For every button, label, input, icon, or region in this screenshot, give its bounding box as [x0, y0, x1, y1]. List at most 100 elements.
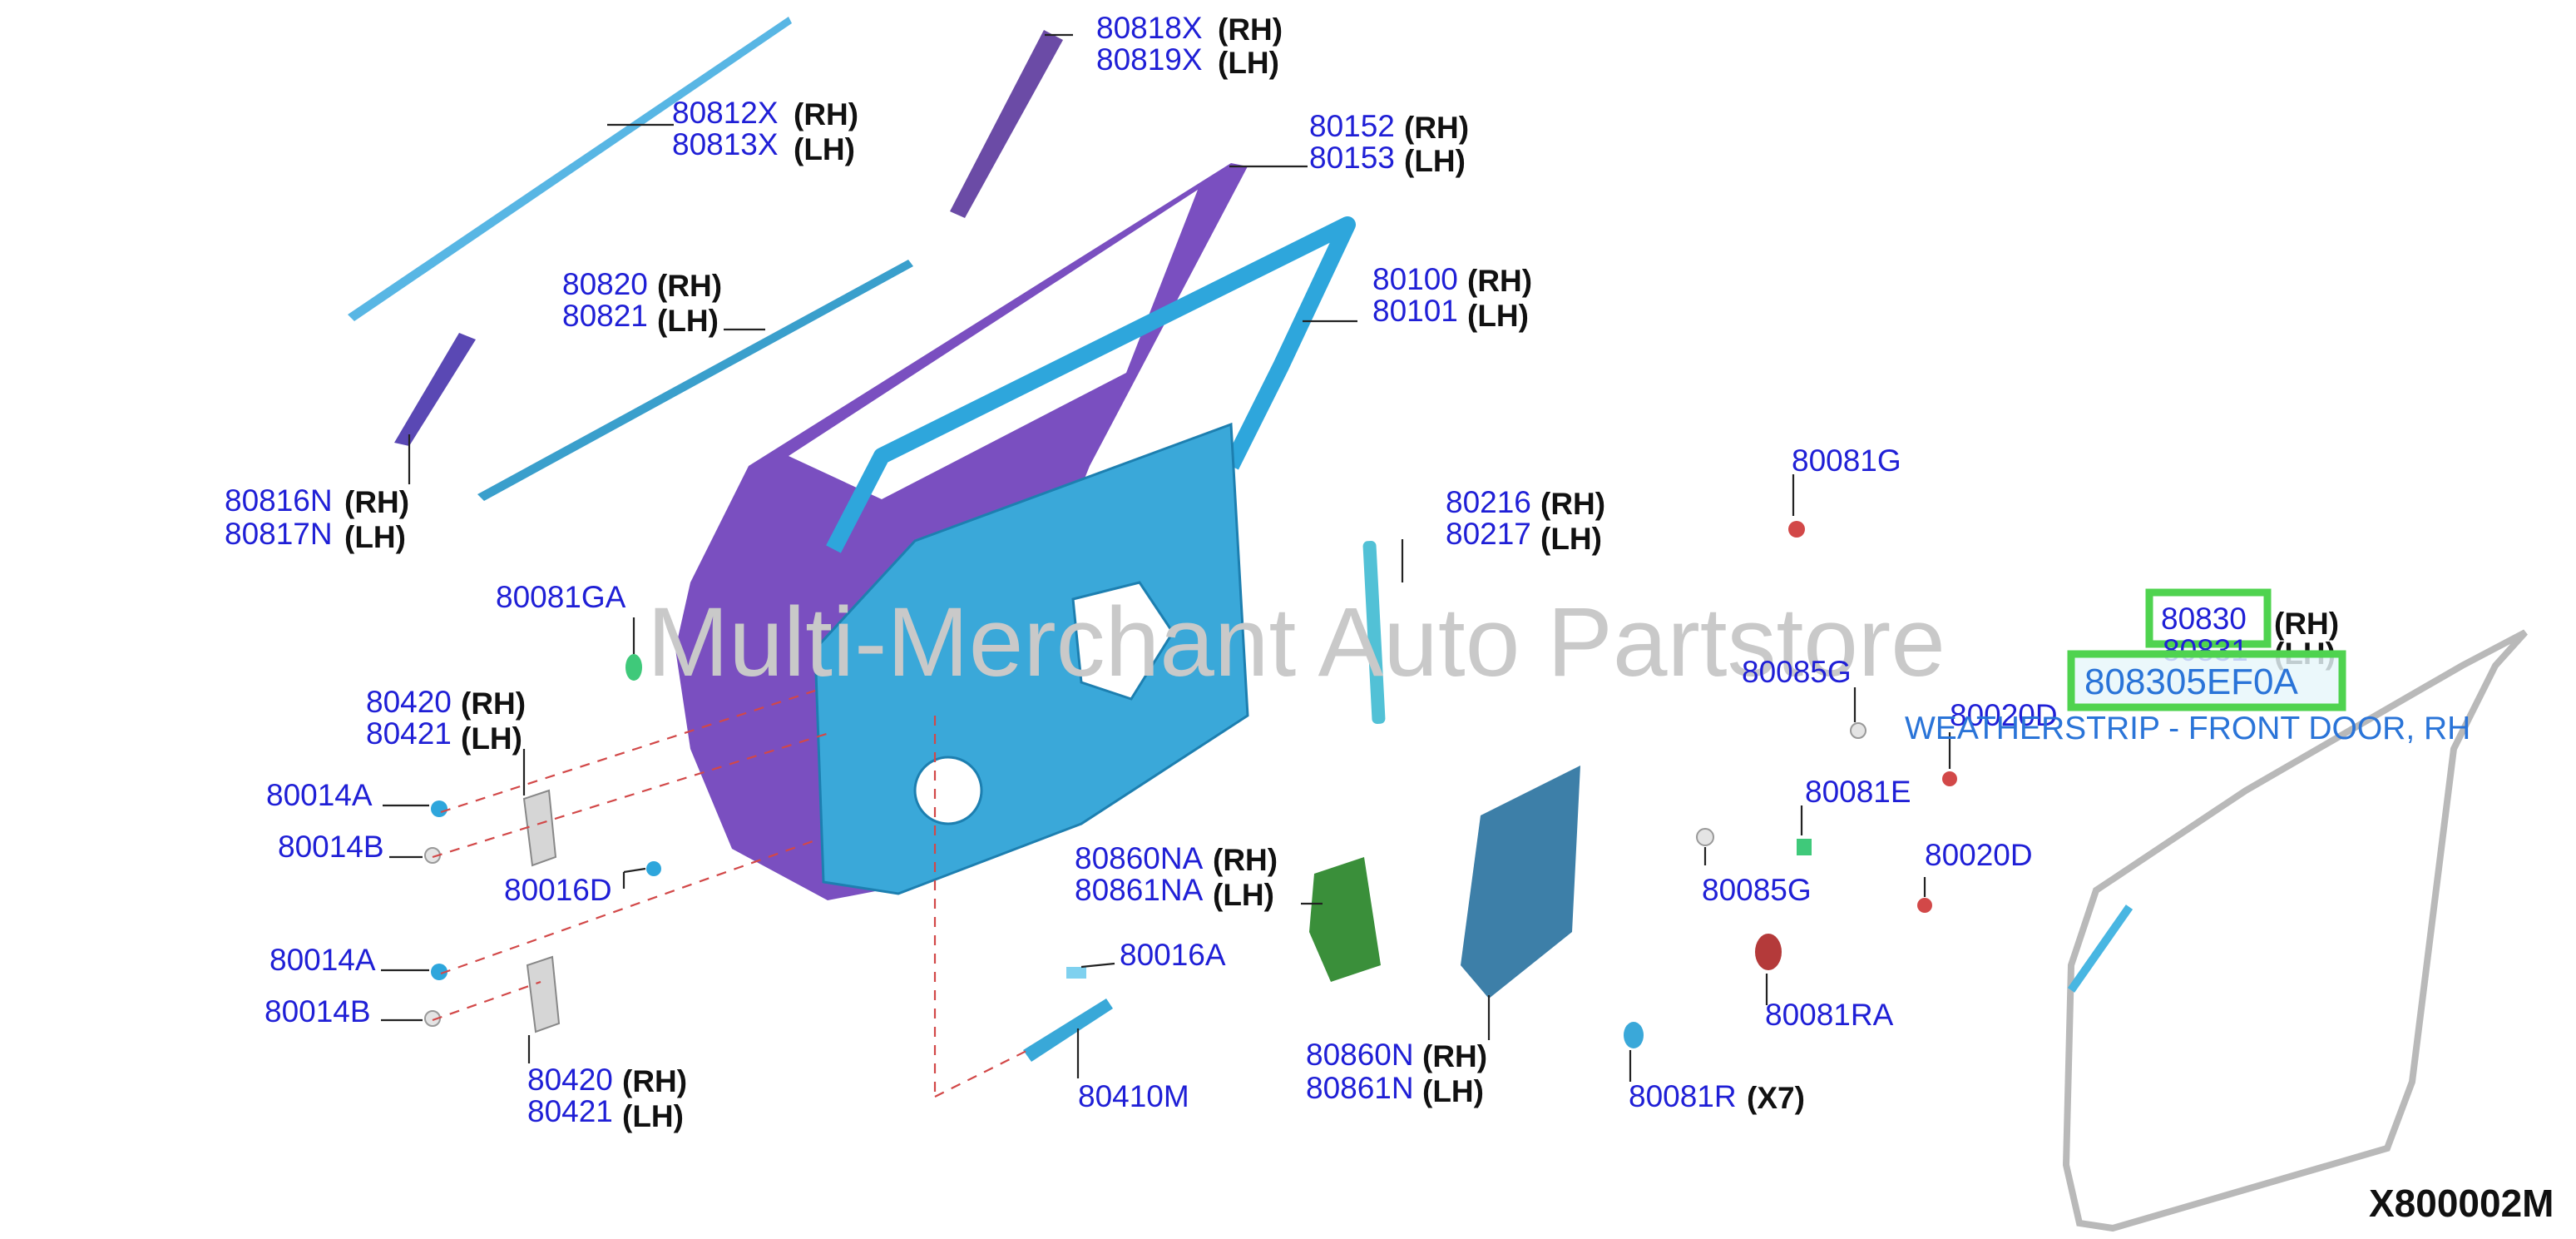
label-80014B-upper[interactable]: 80014B: [278, 830, 384, 864]
label-80152[interactable]: 80152: [1309, 109, 1395, 143]
clip-80081E: [1797, 839, 1812, 855]
side-rh: (RH): [461, 686, 526, 721]
assembly-line-6: [934, 1049, 1029, 1098]
label-80153[interactable]: 80153: [1309, 141, 1395, 175]
label-80860N[interactable]: 80860N: [1306, 1038, 1414, 1072]
side-lh: (LH): [794, 132, 855, 166]
label-80081G[interactable]: 80081G: [1792, 444, 1901, 478]
seal-80860N: [1461, 766, 1580, 999]
side-lh: (LH): [622, 1099, 684, 1133]
clip-80085G-lower: [1696, 828, 1714, 846]
weatherstrip-front-door: [2062, 629, 2528, 1232]
side-rh: (RH): [2274, 607, 2339, 641]
label-80860NA[interactable]: 80860NA: [1075, 841, 1204, 875]
side-lh: (LH): [1213, 878, 1274, 912]
assembly-line-3: [440, 839, 816, 975]
highlight-part-description: WEATHERSTRIP - FRONT DOOR, RH: [1905, 711, 2470, 746]
label-80216[interactable]: 80216: [1446, 485, 1531, 519]
plug-80020D-upper: [1942, 771, 1957, 786]
leader-lines: [381, 33, 1951, 1082]
label-80016D[interactable]: 80016D: [504, 873, 612, 907]
label-80421-upper[interactable]: 80421: [366, 716, 452, 751]
sash-rail: [1362, 541, 1386, 724]
highlight-box-80830: [2145, 588, 2272, 648]
pin-80016D: [646, 861, 661, 876]
watermark: Multi-Merchant Auto Partstore: [647, 587, 1946, 697]
assembly-line-2: [432, 731, 833, 859]
hinge-lower: [526, 955, 561, 1033]
label-80081R[interactable]: 80081R: [1629, 1079, 1737, 1113]
side-rh: (RH): [794, 97, 858, 131]
label-80820[interactable]: 80820: [562, 267, 648, 301]
label-80420-lower[interactable]: 80420: [527, 1063, 613, 1097]
label-80014A-lower[interactable]: 80014A: [269, 943, 376, 977]
side-rh: (RH): [1213, 843, 1278, 877]
side-lh: (LH): [1404, 144, 1466, 178]
door-checker-80410M: [1023, 999, 1113, 1062]
label-80861N[interactable]: 80861N: [1306, 1071, 1414, 1105]
label-80818X[interactable]: 80818X: [1096, 11, 1203, 45]
label-80020D-lower[interactable]: 80020D: [1925, 838, 2033, 872]
side-rh: (RH): [622, 1064, 687, 1098]
side-rh: (RH): [344, 485, 409, 519]
clip-80085G-upper: [1850, 722, 1866, 739]
side-rh: (RH): [1404, 111, 1469, 145]
diagram-code: X800002M: [2369, 1182, 2554, 1225]
speaker-hole: [913, 756, 983, 825]
side-lh: (LH): [1422, 1074, 1484, 1108]
label-80830[interactable]: 80830: [2161, 602, 2247, 636]
label-80085G-upper[interactable]: 80085G: [1742, 655, 1852, 689]
side-rh: (RH): [657, 269, 722, 303]
weatherstrip-accent: [2067, 904, 2133, 993]
sash-trim: [394, 333, 476, 446]
label-80101[interactable]: 80101: [1372, 294, 1458, 328]
side-lh: (LH): [1218, 46, 1279, 80]
hinge-upper: [522, 789, 557, 867]
label-80014B-lower[interactable]: 80014B: [265, 994, 371, 1028]
seal-80860NA: [1309, 857, 1381, 982]
bolt-80014B-lower: [424, 1010, 441, 1027]
label-80821[interactable]: 80821: [562, 299, 648, 333]
label-80081E[interactable]: 80081E: [1805, 775, 1911, 809]
label-80016A[interactable]: 80016A: [1120, 938, 1226, 972]
label-80813X[interactable]: 80813X: [672, 127, 779, 161]
label-80100[interactable]: 80100: [1372, 262, 1458, 296]
label-80081GA[interactable]: 80081GA: [496, 580, 626, 614]
side-rh: (RH): [1422, 1039, 1487, 1073]
label-80819X[interactable]: 80819X: [1096, 42, 1203, 77]
bolt-80014A-lower: [431, 964, 447, 980]
side-rh: (RH): [1540, 487, 1605, 521]
label-80081RA[interactable]: 80081RA: [1765, 998, 1894, 1032]
side-rh: (RH): [1467, 264, 1532, 298]
label-80410M[interactable]: 80410M: [1078, 1079, 1189, 1113]
grommet-80081GA: [625, 654, 642, 681]
door-frame: [826, 216, 1356, 553]
label-80085G-lower[interactable]: 80085G: [1702, 873, 1812, 907]
side-lh: (LH): [344, 520, 406, 554]
side-rh: (RH): [1218, 12, 1283, 47]
label-80816N[interactable]: 80816N: [225, 483, 333, 518]
plug-80020D-lower: [1917, 898, 1932, 913]
belt-moulding-upper: [348, 17, 792, 321]
label-80812X[interactable]: 80812X: [672, 96, 779, 130]
label-80217[interactable]: 80217: [1446, 517, 1531, 551]
glass-run-rear: [950, 30, 1063, 218]
highlight-part-number[interactable]: 808305EF0A: [2084, 662, 2299, 702]
service-hole: [1071, 581, 1174, 701]
assembly-line-4: [432, 980, 541, 1022]
belt-moulding-inner: [477, 260, 913, 501]
side-lh: (LH): [1467, 299, 1529, 333]
label-80861NA[interactable]: 80861NA: [1075, 873, 1204, 907]
label-80020D-upper[interactable]: 80020D: [1950, 698, 2058, 732]
plug-80081RA: [1755, 934, 1782, 970]
label-80817N[interactable]: 80817N: [225, 517, 333, 551]
highlight-part-box: [2067, 650, 2346, 711]
label-80420-upper[interactable]: 80420: [366, 685, 452, 719]
label-80421-lower[interactable]: 80421: [527, 1094, 613, 1128]
grommet-80081G: [1788, 521, 1805, 538]
label-80014A-upper[interactable]: 80014A: [266, 778, 373, 812]
side-lh: (LH): [1540, 522, 1602, 556]
side-lh: (LH): [657, 304, 719, 338]
